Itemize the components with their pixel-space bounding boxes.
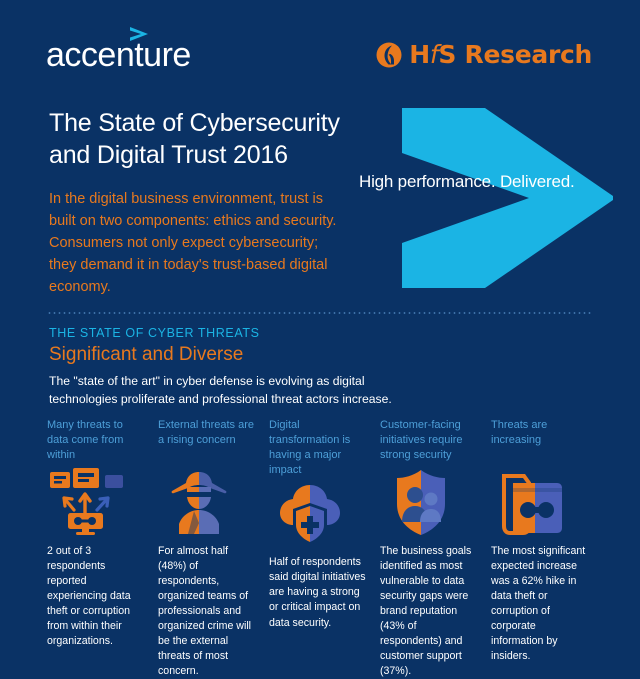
hero-subtitle: In the digital business environment, tru… bbox=[49, 191, 337, 296]
spy-hacker-icon bbox=[158, 466, 257, 538]
dotted-divider bbox=[47, 312, 593, 314]
tagline: High performance. Delivered. bbox=[359, 172, 575, 191]
accenture-large-chevron-graphic bbox=[402, 108, 613, 288]
column-heading: Many threats to data come from within bbox=[47, 419, 124, 461]
hfs-letter-s: S bbox=[438, 40, 457, 69]
column-heading: Customer-facing initiatives require stro… bbox=[380, 419, 463, 461]
infographic-page: accenture HfS Research The State of Cybe… bbox=[46, 27, 613, 677]
shield-people-icon bbox=[380, 466, 479, 538]
column-heading: Digital transformation is having a major… bbox=[269, 419, 351, 476]
accenture-logo: accenture bbox=[46, 27, 191, 74]
folder-mask-icon bbox=[491, 466, 590, 538]
column-body: The most significant expected increase w… bbox=[491, 545, 586, 663]
hfs-circle-figure-icon bbox=[376, 42, 402, 67]
column-body: Half of respondents said digital initiat… bbox=[269, 556, 366, 629]
threat-column-digital: Digital transformation is having a major… bbox=[269, 418, 380, 679]
page-title: The State of Cybersecurity and Digital T… bbox=[49, 109, 340, 169]
hfs-letter-h: H bbox=[409, 40, 430, 69]
section-eyebrow: THE STATE OF CYBER THREATS bbox=[49, 326, 260, 340]
accenture-wordmark: accenture bbox=[46, 36, 191, 74]
column-heading: External threats are a rising concern bbox=[158, 419, 254, 446]
section-title: Significant and Diverse bbox=[49, 344, 244, 365]
column-heading: Threats are increasing bbox=[491, 419, 548, 446]
hfs-letter-f: f bbox=[429, 40, 439, 69]
accenture-chevron-icon bbox=[130, 27, 148, 41]
column-body: 2 out of 3 respondents reported experien… bbox=[47, 545, 131, 648]
hfs-wordmark: HfS Research bbox=[409, 40, 592, 69]
hfs-research-word: Research bbox=[464, 40, 593, 69]
hfs-research-logo: HfS Research bbox=[376, 40, 592, 69]
section-intro: The "state of the art" in cyber defense … bbox=[49, 374, 392, 406]
column-body: The business goals identified as most vu… bbox=[380, 545, 472, 678]
cloud-shield-icon bbox=[269, 477, 368, 549]
insider-data-transfer-icon bbox=[47, 466, 146, 538]
column-body: For almost half (48%) of respondents, or… bbox=[158, 545, 252, 678]
